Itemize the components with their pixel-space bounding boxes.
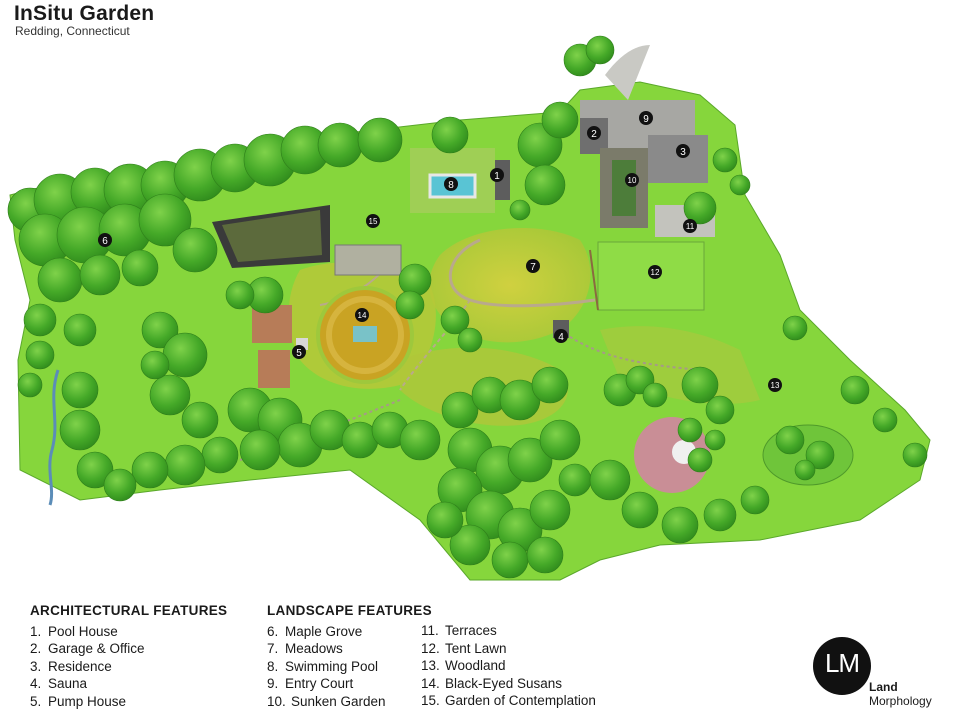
contemplation-wall xyxy=(335,245,401,275)
land-morphology-logo: LM xyxy=(813,637,871,695)
legend-item: 14.Black-Eyed Susans xyxy=(421,675,596,693)
svg-text:1: 1 xyxy=(494,171,500,182)
svg-text:5: 5 xyxy=(296,348,302,359)
marker-5: 5 xyxy=(292,345,306,359)
marker-12: 12 xyxy=(648,265,662,279)
legend-item: 8.Swimming Pool xyxy=(267,658,432,676)
svg-text:8: 8 xyxy=(448,180,454,191)
legend-item: 1.Pool House xyxy=(30,623,227,641)
site-plan-map: 1 2 3 4 5 6 7 8 9 10 11 12 13 14 15 xyxy=(0,0,960,600)
legend-item: 10.Sunken Garden xyxy=(267,693,432,710)
svg-text:4: 4 xyxy=(558,332,564,343)
marker-7: 7 xyxy=(526,259,540,273)
legend-item: 6.Maple Grove xyxy=(267,623,432,641)
svg-text:7: 7 xyxy=(530,262,536,273)
sunken-garden-beds xyxy=(612,160,636,216)
logo-mark: LM xyxy=(813,648,871,679)
svg-text:2: 2 xyxy=(591,129,597,140)
garden-bed xyxy=(258,350,290,388)
susans-centerpiece xyxy=(353,326,377,342)
legend-heading-landscape: LANDSCAPE FEATURES xyxy=(267,602,432,620)
svg-text:9: 9 xyxy=(643,114,649,125)
legend-landscape-col2: 11.Terraces 12.Tent Lawn 13.Woodland 14.… xyxy=(421,622,596,710)
svg-text:14: 14 xyxy=(358,311,367,320)
legend-item: 9.Entry Court xyxy=(267,675,432,693)
marker-3: 3 xyxy=(676,144,690,158)
legend-item: 12.Tent Lawn xyxy=(421,640,596,658)
svg-text:10: 10 xyxy=(628,176,637,185)
marker-15: 15 xyxy=(366,214,380,228)
svg-text:13: 13 xyxy=(771,381,780,390)
marker-14: 14 xyxy=(355,308,369,322)
legend-heading-architectural: ARCHITECTURAL FEATURES xyxy=(30,602,227,620)
svg-text:11: 11 xyxy=(686,222,695,231)
marker-11: 11 xyxy=(683,219,697,233)
marker-10: 10 xyxy=(625,173,639,187)
legend-architectural: ARCHITECTURAL FEATURES 1.Pool House 2.Ga… xyxy=(30,602,227,710)
brand-name: Land Morphology xyxy=(869,680,960,708)
legend-item: 4.Sauna xyxy=(30,675,227,693)
legend-landscape: LANDSCAPE FEATURES 6.Maple Grove 7.Meado… xyxy=(267,602,432,710)
marker-6: 6 xyxy=(98,233,112,247)
svg-text:12: 12 xyxy=(651,268,660,277)
svg-text:15: 15 xyxy=(369,217,378,226)
marker-13: 13 xyxy=(768,378,782,392)
marker-8: 8 xyxy=(444,177,458,191)
svg-text:6: 6 xyxy=(102,236,108,247)
legend-item: 11.Terraces xyxy=(421,622,596,640)
legend-item: 5.Pump House xyxy=(30,693,227,710)
legend-item: 3.Residence xyxy=(30,658,227,676)
marker-9: 9 xyxy=(639,111,653,125)
marker-2: 2 xyxy=(587,126,601,140)
marker-4: 4 xyxy=(554,329,568,343)
marker-1: 1 xyxy=(490,168,504,182)
legend-item: 2.Garage & Office xyxy=(30,640,227,658)
legend-item: 7.Meadows xyxy=(267,640,432,658)
svg-text:3: 3 xyxy=(680,147,686,158)
legend-item: 13.Woodland xyxy=(421,657,596,675)
residence xyxy=(648,135,708,183)
